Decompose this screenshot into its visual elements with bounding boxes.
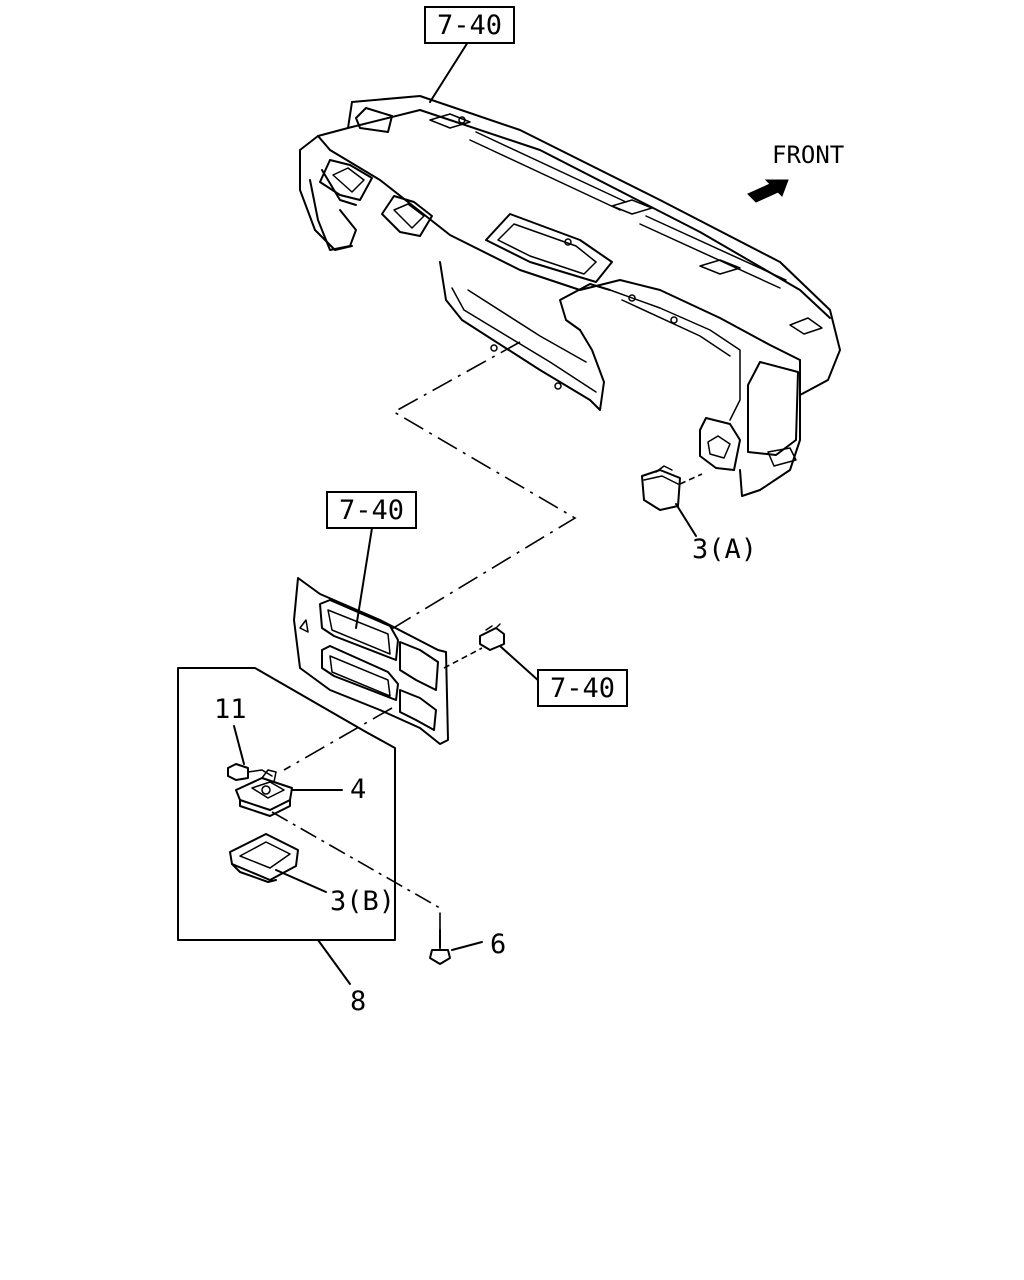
front-label: FRONT [772,141,844,169]
part-label-6: 6 [490,929,506,960]
front-indicator: FRONT [747,141,844,203]
reference-label: 7-40 [437,10,502,41]
center-stack-bezel [293,577,449,745]
reference-label: 7-40 [550,673,615,704]
part-6-screw: 6 [271,811,506,965]
reference-middle: 7-40 [326,491,417,629]
reference-right: 7-40 [537,669,628,707]
instrument-panel [299,95,841,497]
part-label-3b: 3(B) [330,886,395,917]
arrow-icon [747,179,789,203]
part-4-lamp: 4 [235,769,366,817]
part-label-4: 4 [350,774,366,805]
part-label-11: 11 [214,694,247,725]
reference-label: 7-40 [339,495,404,526]
part-11-socket: 11 [214,694,273,781]
clip-part [443,623,541,683]
part-label-3a: 3(A) [692,534,757,565]
kit-box-8: 8 [177,667,396,1017]
reference-top: 7-40 [424,6,515,103]
part-3a-pocket: 3(A) [641,465,757,565]
defroster-grille [429,113,823,335]
part-3b-tray: 3(B) [229,833,395,917]
part-label-8: 8 [350,986,366,1017]
